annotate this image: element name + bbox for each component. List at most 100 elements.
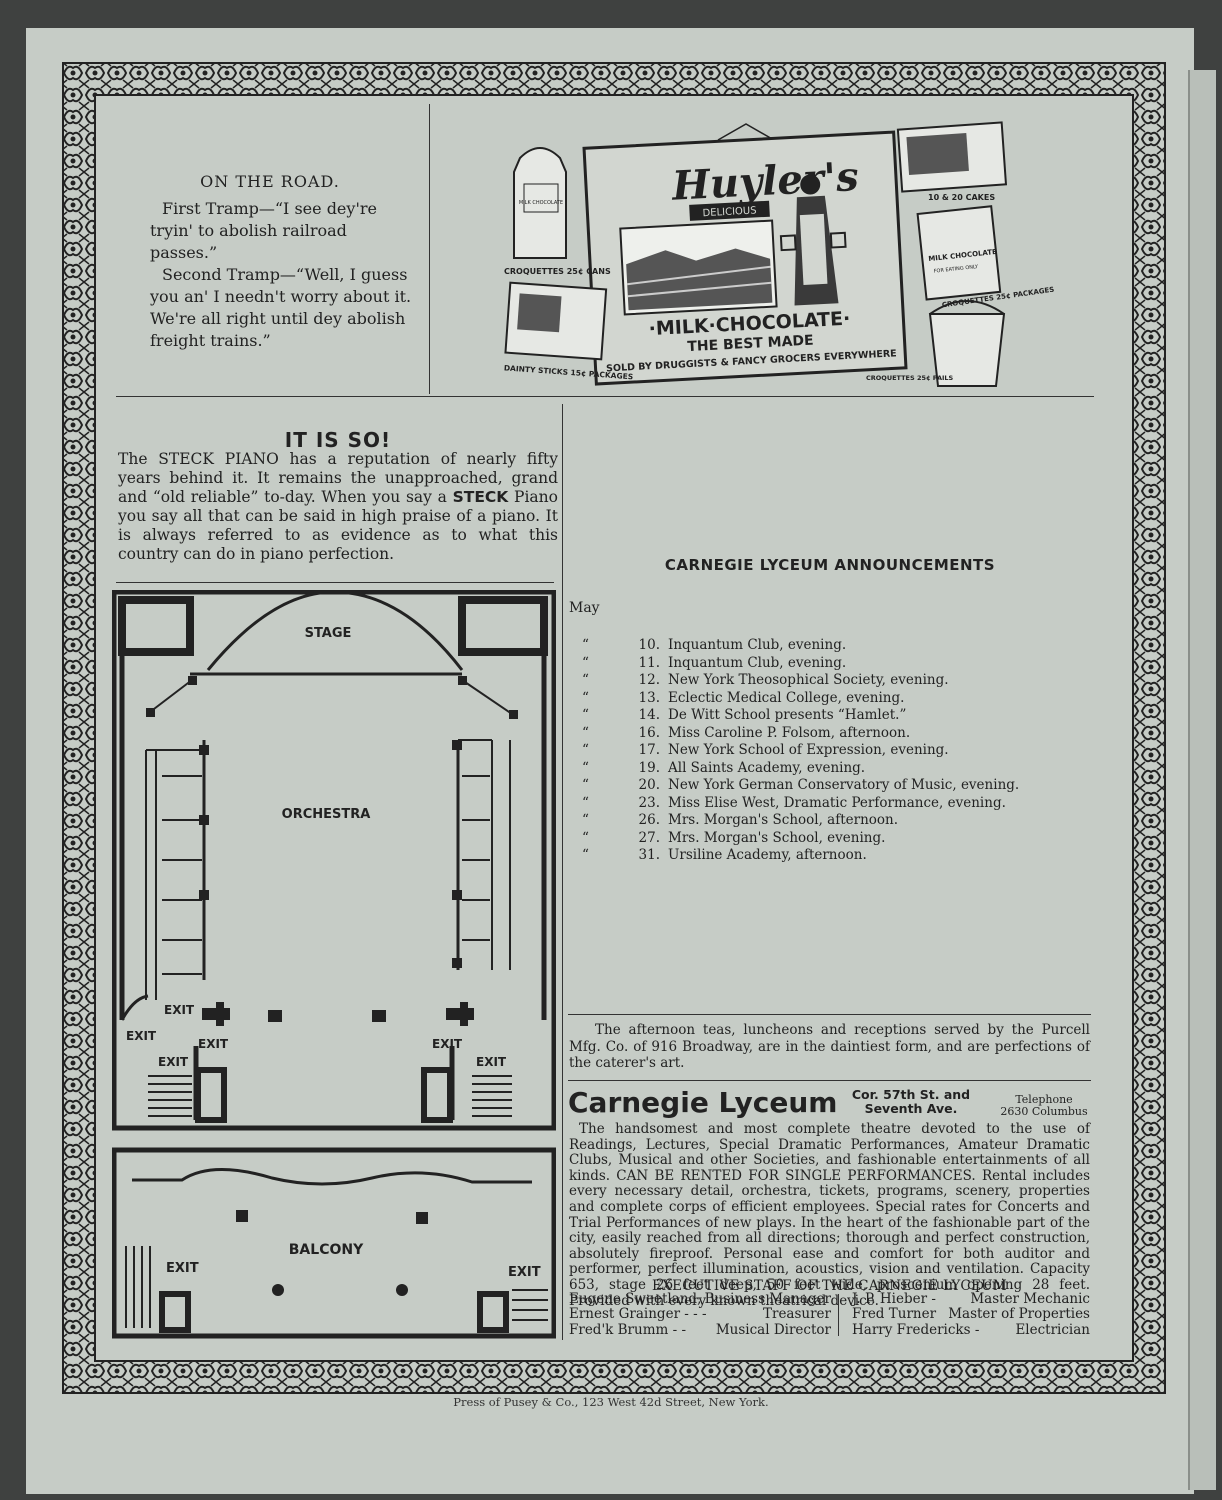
announcement-day: 16. [638, 724, 660, 741]
ad-cakes: 10 & 20 CAKES [928, 193, 995, 202]
announcement-event: De Witt School presents “Hamlet.” [668, 707, 907, 723]
steck-text-before: The STECK PIANO has a reputation of near… [118, 450, 558, 506]
announcement-row: “13.Eclectic Medical College, evening. [582, 690, 1082, 708]
announcement-day: 31. [638, 847, 660, 863]
vertical-rule-middle [562, 404, 563, 1340]
staff-role: Business Manager [704, 1291, 831, 1307]
ditto-mark: “ [582, 689, 589, 706]
staff-role: Electrician [1015, 1321, 1090, 1338]
staff-role: Treasurer [762, 1306, 831, 1323]
announcement-row: “ 23. Miss Elise West, Dramatic Performanc… [582, 795, 1082, 813]
on-the-road-text: First Tramp—“I see dey're tryin' to abol… [150, 198, 415, 352]
ditto-mark: “ [582, 812, 589, 828]
staff-role: Master Mechanic [970, 1291, 1090, 1307]
announcement-event: Miss Elise West, Dramatic Performance, e… [668, 794, 1006, 811]
announcement-event: All Saints Academy, evening. [668, 759, 866, 776]
ditto-mark: “ [582, 637, 589, 653]
announcement-day: 11. [638, 654, 660, 671]
staff-name: Fred'k Brumm - - [569, 1321, 687, 1338]
announcement-day: 10. [638, 637, 660, 653]
lyceum-address-line2: Seventh Ave. [864, 1101, 958, 1116]
announcement-row: “31.Ursiline Academy, afternoon. [582, 847, 1082, 865]
announcement-event: New York School of Expression, evening. [668, 742, 949, 758]
staff-title: EXECUTIVE STAFF OF THE CARNEGIE LYCEUM [652, 1278, 1007, 1294]
announcement-event: New York Theosophical Society, evening. [668, 672, 949, 688]
staff-row: Ernest Grainger - - -Treasurer [569, 1306, 831, 1323]
announcements-month: May [569, 600, 600, 616]
announcement-day: 23. [638, 794, 660, 811]
staff-name: Harry Fredericks - [852, 1321, 980, 1338]
announcement-event: Ursiline Academy, afternoon. [668, 847, 867, 863]
announcement-day: 17. [638, 742, 660, 758]
steck-text-after: Piano you say all that can be said in hi… [118, 488, 558, 563]
plan-exit-3: EXIT [198, 1037, 229, 1051]
announcements-list: “10.Inquantum Club, evening.“11.Inquantu… [582, 637, 1082, 865]
ditto-mark: “ [582, 742, 589, 758]
staff-row: Harry Fredericks - Electrician [852, 1321, 1090, 1338]
announcement-event: New York German Conservatory of Music, e… [668, 777, 1020, 793]
lyceum-name: Carnegie Lyceum [568, 1086, 838, 1119]
announcement-day: 27. [638, 829, 660, 846]
plan-exit-2: EXIT [126, 1029, 157, 1043]
steck-text: The STECK PIANO has a reputation of near… [118, 450, 558, 564]
plan-exit-1: EXIT [164, 1003, 195, 1017]
announcement-day: 19. [638, 759, 660, 776]
ad-best-made: THE BEST MADE [687, 333, 814, 356]
ornamental-border [62, 62, 1166, 1394]
horizontal-rule-top [116, 396, 1094, 397]
announcement-row: “ 20. New York German Conservatory of Musi… [582, 777, 1082, 795]
announcement-row: “27.Mrs. Morgan's School, evening. [582, 830, 1082, 848]
staff-row: Fred'k Brumm - - Musical Director [569, 1321, 831, 1338]
plan-exit-balcony-left: EXIT [166, 1261, 199, 1276]
announcement-event: Eclectic Medical College, evening. [668, 689, 905, 706]
rule-above-teas [568, 1014, 1091, 1015]
ditto-mark: “ [582, 759, 589, 776]
ditto-mark: “ [582, 777, 589, 793]
staff-name: J. P. Hieber - [852, 1291, 936, 1307]
staff-row: Eugene Sweetland,Business Manager [569, 1291, 831, 1307]
plan-exit-6: EXIT [476, 1055, 507, 1069]
huylers-advertisement: Huyler's DELICIOUS ·MILK·CHOCOLATE· THE … [496, 118, 1076, 390]
lyceum-telephone: Telephone 2630 Columbus [994, 1094, 1094, 1118]
theatre-floor-plan: STAGE ORCHESTRA EXIT EXIT EXIT EXIT EXIT… [112, 590, 556, 1339]
staff-role: Master of Properties [948, 1306, 1090, 1323]
lyceum-description: The handsomest and most complete theatre… [569, 1121, 1090, 1309]
ad-for-eating: FOR EATING ONLY [933, 264, 979, 275]
lyceum-address: Cor. 57th St. and Seventh Ave. [846, 1088, 976, 1116]
rule-above-lyceum [568, 1080, 1091, 1081]
announcement-day: 20. [638, 777, 660, 793]
plan-stage-label: STAGE [305, 626, 352, 641]
first-tramp-line: First Tramp—“I see dey're tryin' to abol… [150, 199, 377, 262]
announcement-row: “12.New York Theosophical Society, eveni… [582, 672, 1082, 690]
announcement-event: Inquantum Club, evening. [668, 654, 847, 671]
ditto-mark: “ [582, 654, 589, 671]
steck-title: IT IS SO! [284, 428, 392, 452]
plan-exit-4: EXIT [158, 1055, 189, 1069]
ditto-mark: “ [582, 707, 589, 723]
staff-row: J. P. Hieber - Master Mechanic [852, 1291, 1090, 1307]
huylers-ad-illustration: Huyler's DELICIOUS ·MILK·CHOCOLATE· THE … [504, 121, 1055, 387]
ditto-mark: “ [582, 794, 589, 811]
on-the-road-title: ON THE ROAD. [200, 172, 340, 191]
second-tramp-line: Second Tramp—“Well, I guess you an' I ne… [150, 265, 412, 350]
ad-can-label: MILK CHOCOLATE [519, 200, 563, 206]
announcement-day: 26. [638, 812, 660, 828]
plan-exit-5: EXIT [432, 1037, 463, 1051]
announcement-row: “ 17. New York School of Expression, eveni… [582, 742, 1082, 760]
announcement-row: “10.Inquantum Club, evening. [582, 637, 1082, 655]
announcement-day: 14. [638, 707, 660, 723]
staff-name: Eugene Sweetland, [569, 1291, 702, 1307]
announcement-row: “ 14. De Witt School presents “Hamlet.” [582, 707, 1082, 725]
plan-exit-balcony-right: EXIT [508, 1265, 541, 1280]
announcement-row: “ 19. All Saints Academy, evening. [582, 760, 1082, 778]
ad-croquettes-cans: CROQUETTES 25¢ CANS [504, 267, 611, 276]
ad-delicious: DELICIOUS [702, 205, 757, 219]
announcement-day: 12. [638, 672, 660, 688]
plan-orchestra-label: ORCHESTRA [282, 807, 371, 822]
staff-role: Musical Director [715, 1321, 831, 1338]
ditto-mark: “ [582, 829, 589, 846]
ad-croquettes-pails: CROQUETTES 25¢ PAILS [866, 374, 954, 382]
ad-brand: Huyler's [670, 153, 860, 210]
